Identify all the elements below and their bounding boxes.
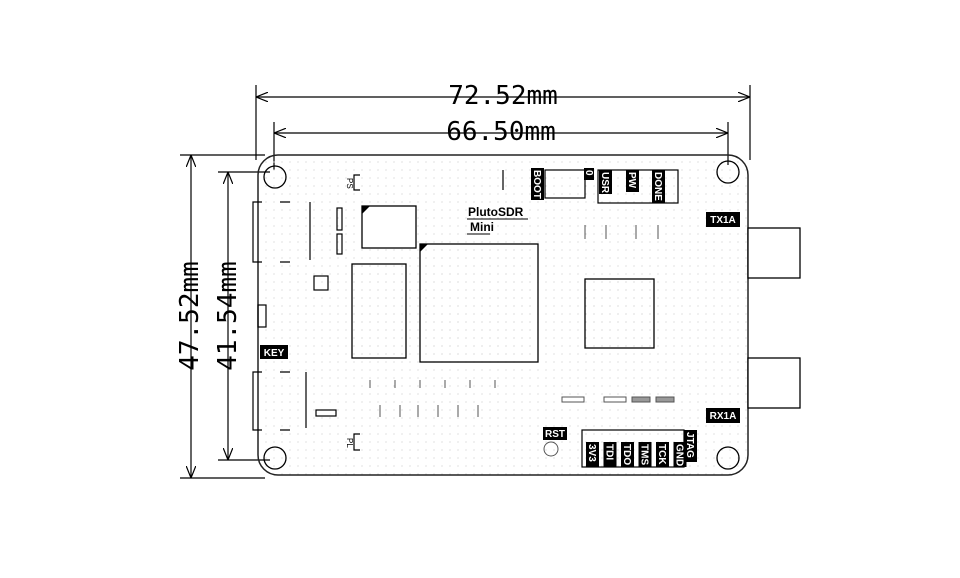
jtag-pin-tdi: TDI [604, 444, 615, 460]
small-chip [361, 205, 417, 249]
dimension-overall-height [180, 154, 265, 479]
jtag-pin-label-bg [673, 442, 687, 467]
tx-sma-connector [747, 227, 801, 279]
jtag-pin-gnd: GND [674, 444, 685, 466]
pl-label: PL [345, 438, 354, 448]
jtag-pin-3v3: 3V3 [586, 444, 597, 462]
board-title: PlutoSDR [468, 205, 524, 219]
usr-led-label: USR [599, 172, 610, 194]
dimension-overall-width [255, 85, 751, 160]
overall-width-label: 72.52mm [448, 81, 558, 111]
boot-label: BOOT [531, 170, 542, 199]
hole-width-label: 66.50mm [446, 117, 556, 147]
jtag-pin-tck: TCK [656, 444, 667, 465]
left-connectors [252, 170, 504, 451]
jtag-label: JTAG [684, 432, 695, 458]
jtag-pin-label-bg [603, 442, 617, 467]
boot-zero-label: 0 [583, 170, 594, 176]
tx-label: TX1A [710, 215, 736, 226]
mounting-holes [263, 160, 740, 470]
board-subtitle: Mini [470, 220, 494, 234]
key-label: KEY [264, 348, 285, 359]
jtag-pin-label-bg [621, 442, 634, 467]
rf-transceiver-chip [584, 278, 655, 349]
jtag-pin-tms: TMS [639, 444, 650, 465]
jtag-pin-label-bg [638, 442, 652, 467]
fpga-chip [419, 243, 539, 363]
jtag-pin-label-bg [586, 442, 599, 467]
pw-led-label: PW [626, 172, 637, 189]
jtag-pin-tdo: TDO [621, 444, 632, 465]
boot-switch [544, 169, 586, 199]
rx-label: RX1A [710, 411, 737, 422]
overall-height-label: 47.52mm [175, 261, 205, 371]
ps-label: PS [345, 178, 354, 189]
done-led-label: DONE [652, 172, 663, 201]
memory-chip [351, 263, 407, 359]
hole-height-label: 41.54mm [213, 261, 243, 371]
rx-sma-connector [747, 357, 801, 409]
rst-label: RST [545, 429, 565, 440]
jtag-pin-label-bg [656, 442, 669, 467]
